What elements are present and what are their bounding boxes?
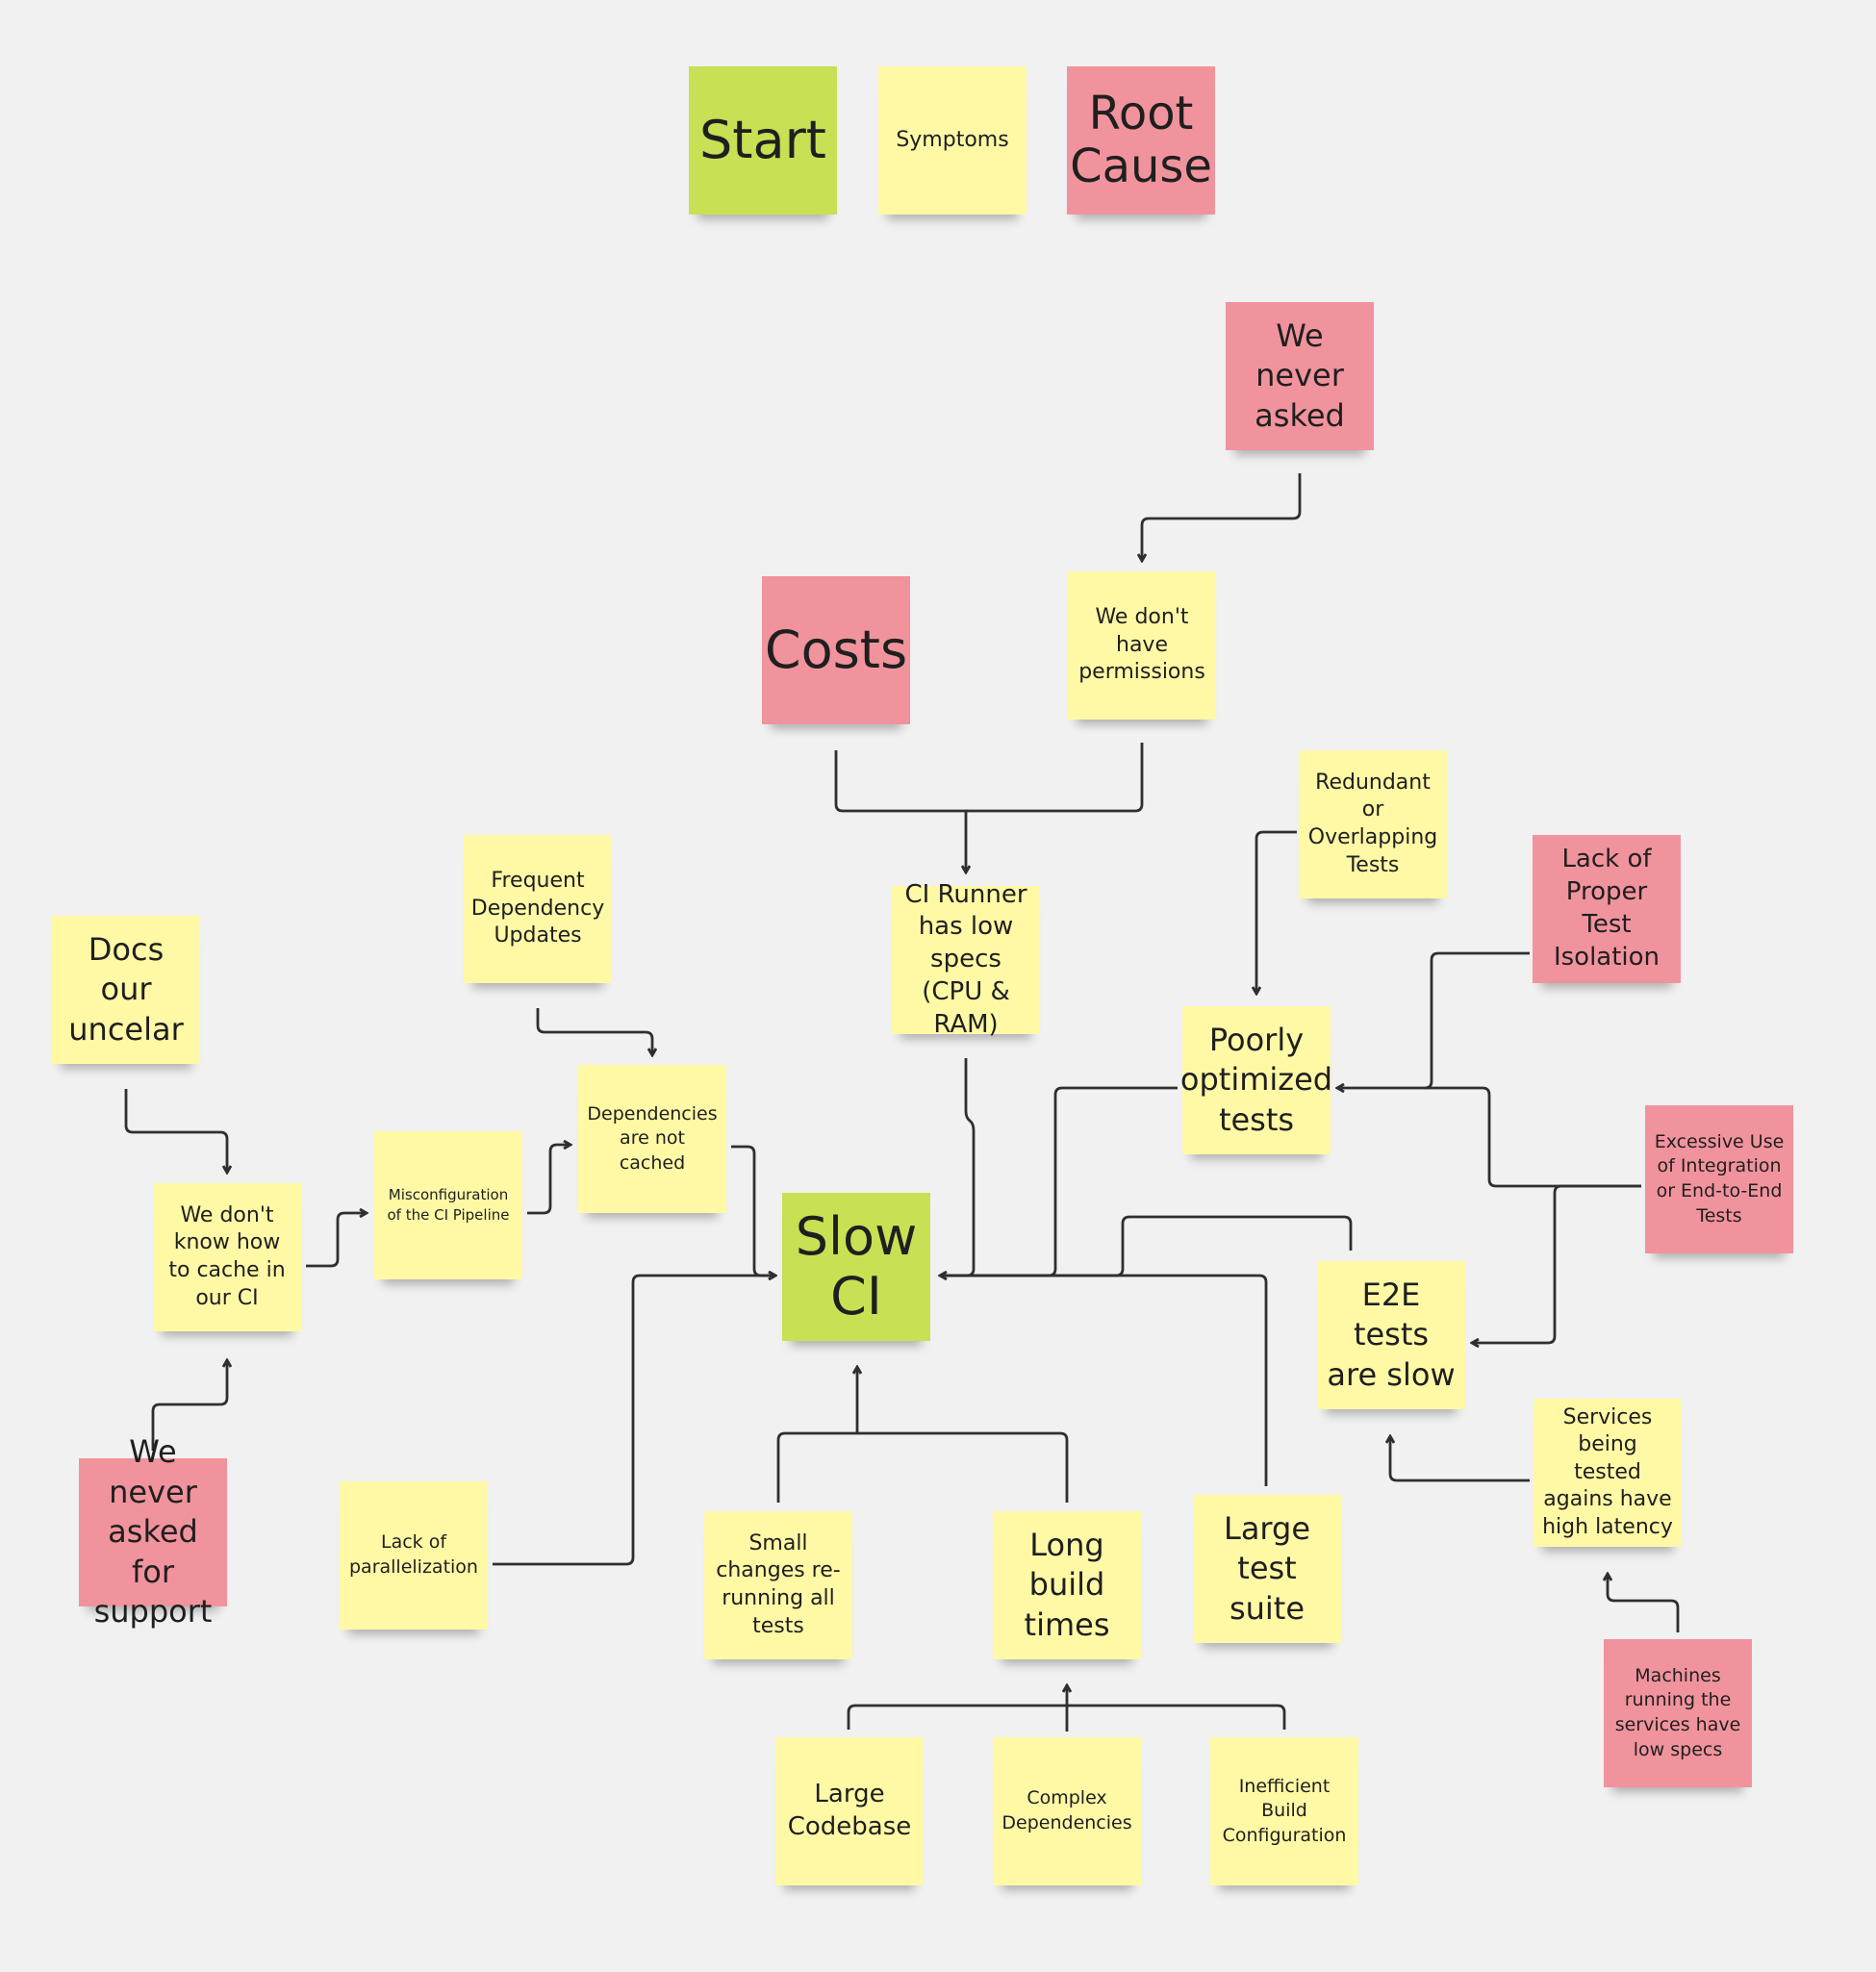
- connector-parallelization-to-slow-ci: [493, 1276, 775, 1566]
- legend-start-note[interactable]: Start: [689, 66, 837, 215]
- connector-deps-cached-to-slow-ci: [731, 1145, 775, 1276]
- connector-never-asked-to-permissions: [1142, 473, 1302, 561]
- note-misconfiguration-ci[interactable]: Misconfiguration of the CI Pipeline: [374, 1131, 522, 1279]
- connector-excessive-to-poorly-optimized: [1425, 1086, 1641, 1188]
- connector-costs-to-ci-runner: [834, 750, 966, 872]
- connector-frequent-updates-to-deps-cached: [536, 1008, 652, 1055]
- note-large-codebase-label: Large Codebase: [787, 1780, 912, 1841]
- note-lack-of-test-isolation-label: Lack of Proper Test Isolation: [1553, 845, 1661, 972]
- note-complex-dependencies[interactable]: Complex Dependencies: [993, 1737, 1141, 1885]
- note-poorly-optimized-tests-label: Poorly optimized tests: [1179, 1021, 1333, 1138]
- note-never-asked-for-support[interactable]: We never asked for support: [79, 1433, 227, 1630]
- connector-redundant-to-poorly-optimized: [1256, 830, 1297, 994]
- note-excessive-e2e[interactable]: Excessive Use of Integration or End-to-E…: [1645, 1105, 1793, 1253]
- note-e2e-tests-slow[interactable]: E2E tests are slow: [1317, 1261, 1465, 1409]
- note-we-dont-have-permissions[interactable]: We don't have permissions: [1068, 571, 1216, 720]
- note-frequent-dependency-updates[interactable]: Frequent Dependency Updates: [464, 835, 612, 983]
- note-lack-of-parallelization-label: Lack of parallelization: [349, 1531, 478, 1578]
- note-long-build-times-label: Long build times: [1024, 1526, 1110, 1643]
- note-slow-ci-label: Slow CI: [795, 1205, 918, 1327]
- connector-dont-know-cache-to-misconfiguration: [306, 1213, 367, 1268]
- note-we-never-asked[interactable]: We never asked: [1226, 302, 1374, 450]
- connector-ci-runner-to-slow-ci: [940, 1058, 976, 1276]
- note-large-test-suite-label: Large test suite: [1223, 1509, 1311, 1627]
- note-small-changes-rerunning[interactable]: Small changes re-running all tests: [704, 1511, 852, 1659]
- note-lack-of-parallelization[interactable]: Lack of parallelization: [340, 1481, 488, 1630]
- note-small-changes-rerunning-label: Small changes re-running all tests: [716, 1530, 841, 1638]
- note-large-codebase[interactable]: Large Codebase: [775, 1737, 924, 1885]
- connector-poorly-optimized-to-slow-ci: [940, 1086, 1178, 1277]
- note-excessive-e2e-label: Excessive Use of Integration or End-to-E…: [1654, 1130, 1785, 1226]
- note-machines-low-specs[interactable]: Machines running the services have low s…: [1604, 1639, 1752, 1787]
- connector-large-suite-to-slow-ci: [940, 1274, 1268, 1486]
- connector-inefficient-build-to-long-build: [1067, 1704, 1286, 1730]
- connector-latency-to-e2e: [1390, 1436, 1530, 1482]
- note-inefficient-build-config[interactable]: Inefficient Build Configuration: [1210, 1737, 1358, 1885]
- connector-e2e-to-slow-ci: [940, 1215, 1353, 1277]
- note-lack-of-test-isolation[interactable]: Lack of Proper Test Isolation: [1533, 835, 1681, 983]
- legend-symptoms-note[interactable]: Symptoms: [878, 66, 1027, 215]
- note-redundant-tests[interactable]: Redundant or Overlapping Tests: [1299, 750, 1447, 898]
- note-docs-unclear-label: Docs our uncelar: [68, 930, 184, 1048]
- legend-root-cause-note[interactable]: Root Cause: [1067, 66, 1215, 215]
- note-costs[interactable]: Costs: [762, 576, 910, 724]
- legend-root-cause-label: Root Cause: [1070, 86, 1212, 193]
- note-long-build-times[interactable]: Long build times: [993, 1511, 1141, 1659]
- connector-long-build-to-slow-ci: [857, 1431, 1069, 1503]
- legend-symptoms-label: Symptoms: [896, 127, 1009, 152]
- note-slow-ci[interactable]: Slow CI: [782, 1193, 930, 1341]
- note-ci-runner-low-specs[interactable]: CI Runner has low specs (CPU & RAM): [892, 880, 1040, 1039]
- connector-large-codebase-to-long-build: [847, 1685, 1067, 1730]
- note-misconfiguration-ci-label: Misconfiguration of the CI Pipeline: [387, 1186, 510, 1224]
- note-ci-runner-low-specs-label: CI Runner has low specs (CPU & RAM): [904, 879, 1027, 1039]
- connector-small-changes-to-slow-ci: [776, 1367, 857, 1503]
- connector-permissions-to-ci-runner: [966, 743, 1144, 813]
- note-machines-low-specs-label: Machines running the services have low s…: [1614, 1664, 1741, 1760]
- note-dont-know-how-to-cache-label: We don't know how to cache in our CI: [168, 1202, 286, 1310]
- connector-misconfiguration-to-deps-cached: [527, 1145, 570, 1215]
- note-redundant-tests-label: Redundant or Overlapping Tests: [1307, 770, 1438, 877]
- connector-machines-to-services: [1608, 1574, 1680, 1632]
- note-large-test-suite[interactable]: Large test suite: [1193, 1495, 1341, 1643]
- note-frequent-dependency-updates-label: Frequent Dependency Updates: [470, 869, 605, 948]
- note-we-never-asked-label: We never asked: [1255, 316, 1345, 434]
- note-poorly-optimized-tests[interactable]: Poorly optimized tests: [1179, 1006, 1333, 1154]
- note-inefficient-build-config-label: Inefficient Build Configuration: [1222, 1775, 1347, 1846]
- note-dependencies-not-cached[interactable]: Dependencies are not cached: [578, 1065, 726, 1213]
- legend-start-label: Start: [699, 109, 826, 170]
- note-costs-label: Costs: [764, 619, 908, 680]
- note-permissions-label: We don't have permissions: [1078, 605, 1205, 685]
- connector-excessive-to-e2e: [1472, 1184, 1641, 1343]
- connector-docs-to-dont-know-cache: [124, 1089, 227, 1173]
- connector-isolation-to-poorly-optimized: [1337, 951, 1530, 1088]
- note-services-high-latency[interactable]: Services being tested agains have high l…: [1534, 1399, 1682, 1547]
- connector-support-to-dont-know-cache: [151, 1360, 227, 1451]
- note-e2e-tests-slow-label: E2E tests are slow: [1327, 1276, 1456, 1393]
- note-docs-unclear[interactable]: Docs our uncelar: [52, 916, 200, 1064]
- note-dont-know-how-to-cache[interactable]: We don't know how to cache in our CI: [153, 1183, 301, 1331]
- note-complex-dependencies-label: Complex Dependencies: [1001, 1787, 1132, 1833]
- note-dependencies-not-cached-label: Dependencies are not cached: [587, 1102, 718, 1174]
- note-never-asked-for-support-label: We never asked for support: [93, 1433, 213, 1631]
- note-services-high-latency-label: Services being tested agains have high l…: [1542, 1404, 1673, 1539]
